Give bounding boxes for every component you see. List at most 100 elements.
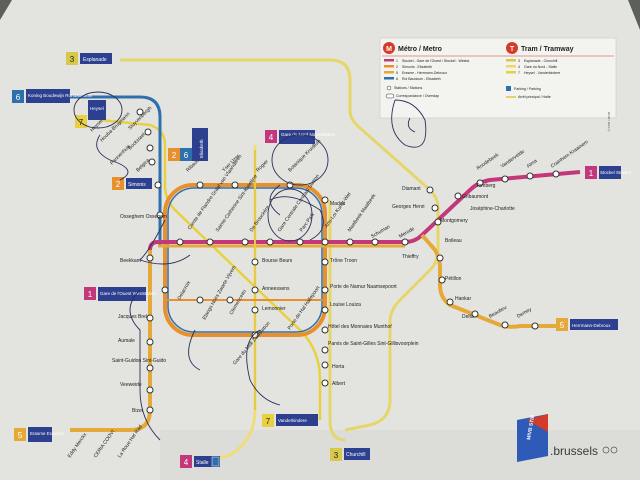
svg-text:T: T [510,46,515,53]
svg-text:MIVB STIB: MIVB STIB [526,414,536,440]
svg-text:Gare du Nord Noordstation: Gare du Nord Noordstation [281,132,336,137]
label-osseghem: Osseghem Ossegem [120,214,167,220]
svg-text:7: 7 [518,71,520,75]
label-hotel: Hôtel des Monnaies Munthof [328,324,392,330]
svg-text:Roi Baudouin - Elisabeth: Roi Baudouin - Elisabeth [402,77,441,81]
terminal-gare-ouest: 1 Gare de l'Ouest Weststation [84,287,157,301]
svg-text:Churchill: Churchill [346,452,365,458]
svg-text:Correspondance / Overstap: Correspondance / Overstap [396,94,439,98]
label-bourse: Bourse Beurs [262,258,293,264]
svg-text:Esplanade: Esplanade [83,57,107,63]
svg-text:Arrêt principal / Halte: Arrêt principal / Halte [518,95,551,99]
legend-metro-title: Métro / Metro [398,46,442,53]
svg-text:Gare de l'Ouest Weststation: Gare de l'Ouest Weststation [100,291,157,296]
tram-4-line [204,145,257,464]
label-thieffry: Thieffry [402,254,419,260]
metro-6-line [70,95,162,245]
svg-text:Esplanade - Churchill: Esplanade - Churchill [524,59,557,63]
svg-text:M: M [386,46,392,53]
svg-text:5: 5 [560,321,565,330]
label-delta: Delta [462,314,474,320]
svg-text:Vanderkindere: Vanderkindere [278,418,307,423]
svg-text:4: 4 [184,458,189,467]
tram-3-line [120,58,440,432]
svg-text:Stalle: Stalle [196,460,209,466]
svg-text:1: 1 [589,169,594,178]
legend-tram-title: Tram / Tramway [521,46,574,53]
svg-text:3: 3 [334,451,339,460]
label-beekkant: Beekkant [120,258,141,264]
tram-t-icon [506,42,518,54]
label-horta: Horta [332,364,344,370]
terminal-churchill: 3 Churchill [330,448,370,461]
paper-shadow [160,430,640,480]
svg-text:3: 3 [518,59,520,63]
label-stgilles: Parvis de Saint-Gilles Sint-Gillisvoorpl… [328,341,419,347]
bike-icon [602,446,610,454]
label-stguidon: Saint-Guidon Sint-Guido [112,358,166,364]
label-joseph: Joséphine-Charlotte [470,206,515,212]
label-albert: Albert [332,381,346,387]
svg-text:1: 1 [88,290,93,299]
label-louise: Louise Louiza [330,302,361,308]
svg-text:5: 5 [396,71,398,75]
svg-text:Koning Boudewijn Roi Baudouin: Koning Boudewijn Roi Baudouin [28,93,93,98]
terminal-erasme: 5 Erasme Erasmus [14,427,65,442]
svg-text:Herrmann-Debroux: Herrmann-Debroux [572,323,611,328]
svg-text:Heysel - Vanderkindere: Heysel - Vanderkindere [524,71,560,75]
svg-text:Stockel Stokkel: Stockel Stokkel [600,170,631,175]
label-alma: Alma [526,158,539,170]
metro-6-ring [167,187,323,333]
svg-text:Parking / Parking: Parking / Parking [514,87,541,91]
label-tomberg: Tomberg [476,183,496,189]
svg-text:Simonis - Elisabeth: Simonis - Elisabeth [402,65,432,69]
terminal-elisabeth-6: 6 Elisabeth [180,128,208,161]
svg-text:Gare du Nord - Stalle: Gare du Nord - Stalle [524,65,557,69]
label-diamant: Diamant [402,186,421,192]
terminal-esplanade: 3 Esplanade [66,52,112,65]
svg-text:Stations / Stations: Stations / Stations [394,86,422,90]
terminal-vanderkindere: 7 Vanderkindere [262,414,318,427]
terminal-simonis: 2 Simonis [112,177,152,190]
svg-text:4: 4 [269,133,274,142]
label-boileau: Boileau [445,238,462,244]
pen-scribbles [73,91,427,441]
svg-text:4: 4 [518,65,520,69]
terminal-gare-du-nord: 4 Gare du Nord Noordstation [265,130,336,144]
svg-text:3: 3 [70,55,75,64]
svg-text:Elisabeth: Elisabeth [199,139,204,158]
svg-text:Erasme - Herrmann-Debroux: Erasme - Herrmann-Debroux [402,71,447,75]
label-veeweide: Veeweide [120,382,142,388]
label-petillon: Pétillon [445,276,462,282]
terminal-herrmann-debroux: 5 Herrmann-Debroux [556,318,618,331]
label-hankar: Hankar [455,296,471,302]
svg-text:7: 7 [266,417,271,426]
label-gribaumont: Gribaumont [462,194,489,200]
label-aumale: Aumale [118,338,135,344]
label-namur: Porte de Namur Naamsepoort [330,284,397,290]
brand-text: .brussels [550,444,598,458]
svg-text:6: 6 [16,93,21,102]
label-georges: Georges Henri [392,204,425,210]
label-montgomery: Montgomery [440,218,468,224]
terminal-stalle: 4 Stalle [180,455,220,468]
svg-text:Stockel - Gare de l'Ouest / St: Stockel - Gare de l'Ouest / Stockel - We… [402,59,470,63]
svg-text:© STIB / MIVB: © STIB / MIVB [607,112,611,132]
svg-text:5: 5 [18,431,23,440]
terminal-stockel: 1 Stockel Stokkel [585,166,631,179]
svg-text:Heysel: Heysel [90,106,104,111]
label-madou: Madou [330,201,346,207]
label-trone: Trône Troon [330,258,357,264]
svg-text:Simonis: Simonis [128,182,146,188]
svg-text:2: 2 [172,151,177,160]
svg-text:6: 6 [184,151,189,160]
svg-text:2: 2 [396,65,398,69]
svg-text:6: 6 [396,77,398,81]
terminal-roi-baudouin: 6 Koning Boudewijn Roi Baudouin [12,89,93,103]
svg-text:1: 1 [396,59,398,63]
station-dots [136,108,560,414]
metro-m-icon [383,42,395,54]
svg-text:2: 2 [116,180,121,189]
label-jacques: Jacques Brel [118,314,147,320]
